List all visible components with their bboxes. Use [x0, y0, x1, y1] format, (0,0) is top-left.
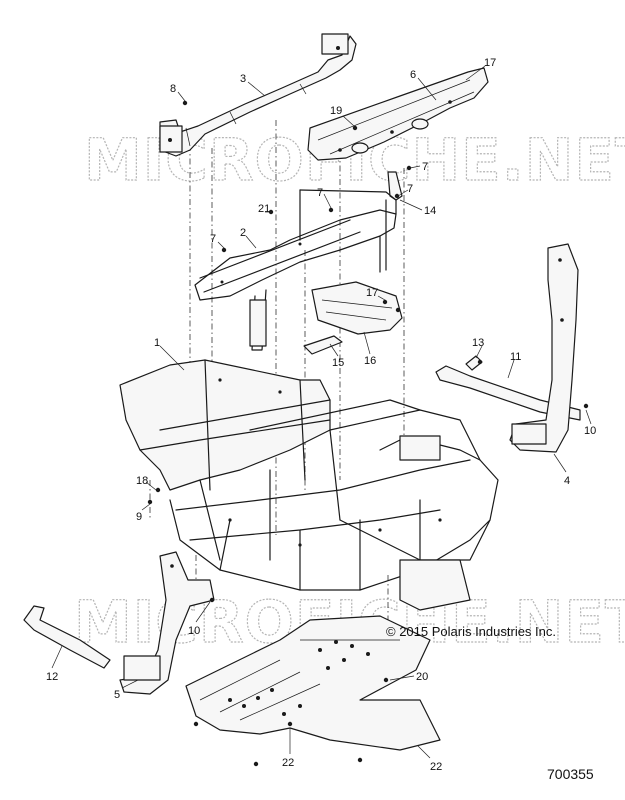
- part-11-side-bar: [435, 365, 581, 421]
- callout-14: 14: [424, 205, 436, 217]
- part-3-upper-bar: [159, 33, 357, 157]
- callout-11: 11: [510, 351, 521, 363]
- callout-10: 10: [188, 625, 200, 637]
- part-12-left-bar: [23, 605, 111, 669]
- callout-4: 4: [564, 475, 570, 487]
- callout-3: 3: [240, 73, 246, 85]
- callout-2: 2: [240, 227, 246, 239]
- callout-9: 9: [136, 511, 142, 523]
- callout-22: 22: [430, 761, 442, 773]
- fasteners: [147, 100, 589, 767]
- leader-lines: [51, 65, 592, 759]
- callout-16: 16: [364, 355, 376, 367]
- part-2-cage-frame: [194, 189, 397, 351]
- callout-12: 12: [46, 671, 58, 683]
- callout-15: 15: [332, 357, 344, 369]
- part-5-left-bracket: [119, 551, 215, 695]
- callouts: 8 3 6 17 19 7 7 7 14 21 7 2 17 1 15 16 1…: [46, 57, 596, 773]
- diagram-id: 700355: [547, 766, 594, 782]
- copyright-notice: © 2015 Polaris Industries Inc.: [386, 624, 556, 639]
- callout-7: 7: [422, 161, 428, 173]
- callout-8: 8: [170, 83, 176, 95]
- callout-5: 5: [114, 689, 120, 701]
- callout-22: 22: [282, 757, 294, 769]
- callout-20: 20: [416, 671, 428, 683]
- callout-7: 7: [407, 183, 413, 195]
- callout-1: 1: [154, 337, 160, 349]
- callout-13: 13: [472, 337, 484, 349]
- part-4-right-bracket: [509, 243, 579, 453]
- part-14-bracket: [387, 171, 403, 201]
- skid-plate: [185, 615, 441, 751]
- callout-21: 21: [258, 203, 270, 215]
- part-6-crossmember: [307, 67, 489, 161]
- part-15-brace: [303, 335, 343, 355]
- callout-17: 17: [366, 287, 378, 299]
- callout-7: 7: [210, 233, 216, 245]
- part-16-plate: [311, 281, 403, 335]
- callout-17: 17: [484, 57, 496, 69]
- part-1-main-frame: [119, 359, 499, 611]
- callout-6: 6: [410, 69, 416, 81]
- callout-7: 7: [317, 187, 323, 199]
- callout-19: 19: [330, 105, 342, 117]
- callout-10: 10: [584, 425, 596, 437]
- callout-18: 18: [136, 475, 148, 487]
